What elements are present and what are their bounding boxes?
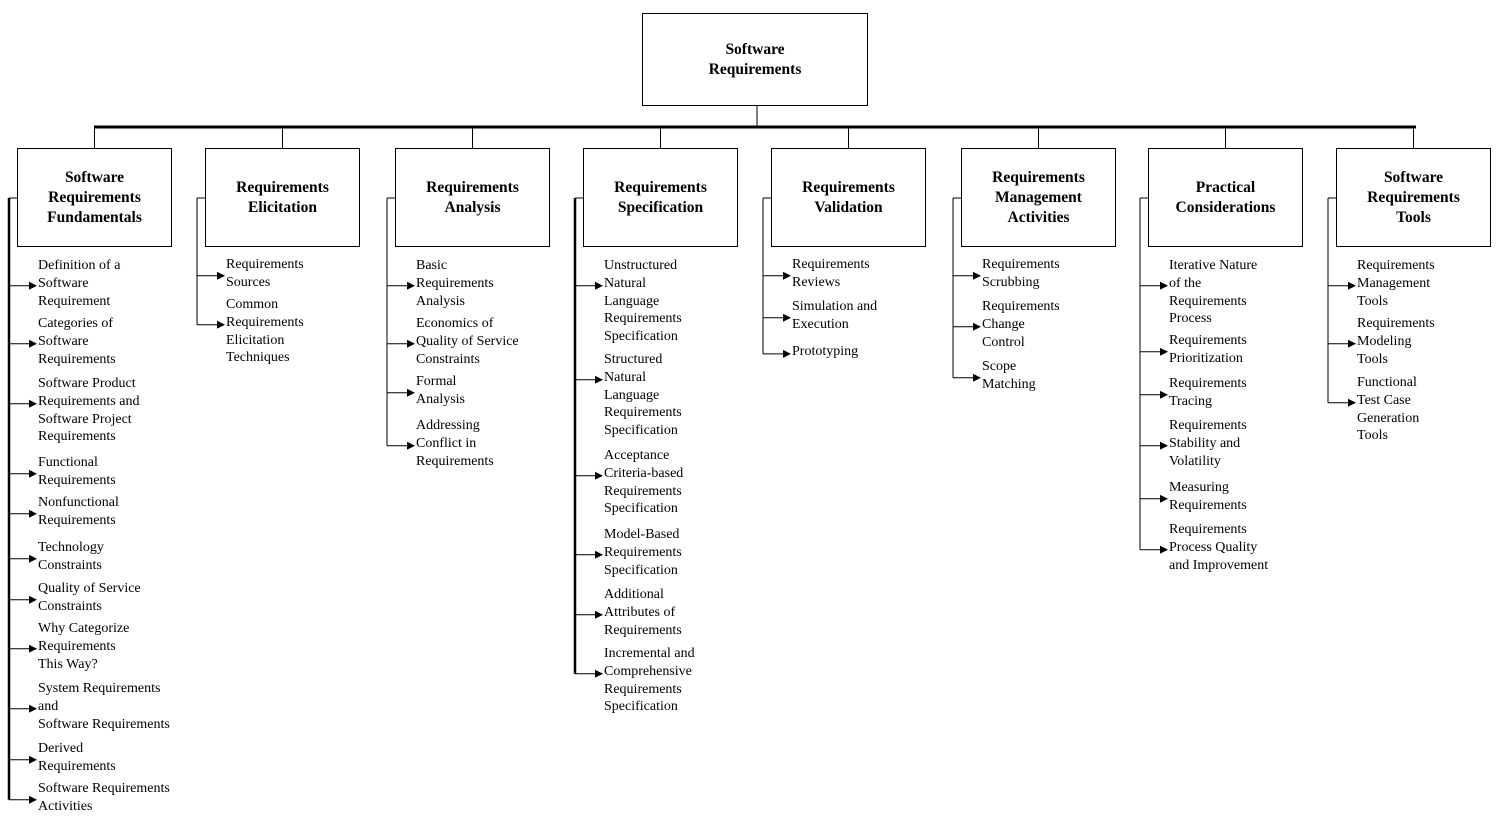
topic-title: Requirements Management Activities xyxy=(992,168,1085,226)
subtopic-item: Structured Natural Language Requirements… xyxy=(604,352,682,439)
topic-box: Software Requirements Tools xyxy=(1336,148,1491,247)
subtopic-item: Functional Test Case Generation Tools xyxy=(1357,375,1420,444)
subtopic-item: Acceptance Criteria-based Requirements S… xyxy=(604,448,684,517)
subtopic-item: Measuring Requirements xyxy=(1169,480,1247,513)
subtopic-item: Technology Constraints xyxy=(38,540,104,573)
topic-box: Requirements Specification xyxy=(583,148,738,247)
topic-box: Software Requirements Fundamentals xyxy=(17,148,172,247)
topic-box: Requirements Analysis xyxy=(395,148,550,247)
subtopic-item: Scope Matching xyxy=(982,359,1036,392)
root-title: Software Requirements xyxy=(708,40,802,78)
subtopic-item: Nonfunctional Requirements xyxy=(38,495,119,528)
subtopic-item: Model-Based Requirements Specification xyxy=(604,527,682,578)
subtopic-item: Simulation and Execution xyxy=(792,299,878,332)
subtopic-item: Economics of Quality of Service Constrai… xyxy=(416,316,519,367)
subtopic-item: Prototyping xyxy=(792,344,859,359)
topic-title: Requirements Specification xyxy=(614,178,707,216)
topic-box: Requirements Elicitation xyxy=(205,148,360,247)
topic-title: Software Requirements Fundamentals xyxy=(47,168,142,226)
subtopic-item: Why Categorize Requirements This Way? xyxy=(38,621,130,672)
subtopic-item: Addressing Conflict in Requirements xyxy=(416,418,494,469)
topic-box: Practical Considerations xyxy=(1148,148,1303,247)
subtopic-item: Requirements Stability and Volatility xyxy=(1169,418,1247,469)
subtopic-item: Requirements Prioritization xyxy=(1169,333,1247,366)
subtopic-item: Requirements Change Control xyxy=(982,299,1060,350)
topic-title: Requirements Analysis xyxy=(426,178,519,216)
subtopic-item: Formal Analysis xyxy=(416,374,465,407)
subtopic-item: Basic Requirements Analysis xyxy=(416,258,494,309)
subtopic-item: Requirements Process Quality and Improve… xyxy=(1169,522,1269,573)
subtopic-item: Derived Requirements xyxy=(38,741,116,774)
topic-title: Practical Considerations xyxy=(1175,178,1276,216)
topic-box: Requirements Management Activities xyxy=(961,148,1116,247)
subtopic-item: Requirements Reviews xyxy=(792,257,870,290)
subtopic-item: Requirements Tracing xyxy=(1169,376,1247,409)
subtopic-item: Unstructured Natural Language Requiremen… xyxy=(604,258,682,345)
root-node: Software Requirements xyxy=(642,13,868,106)
subtopic-item: Functional Requirements xyxy=(38,455,116,488)
subtopic-item: Iterative Nature of the Requirements Pro… xyxy=(1169,258,1258,327)
subtopic-item: Common Requirements Elicitation Techniqu… xyxy=(226,297,304,366)
subtopic-item: Definition of a Software Requirement xyxy=(38,258,121,309)
subtopic-item: Requirements Scrubbing xyxy=(982,257,1060,290)
subtopic-item: Additional Attributes of Requirements xyxy=(604,587,682,638)
topic-title: Requirements Elicitation xyxy=(236,178,329,216)
subtopic-item: Requirements Management Tools xyxy=(1357,258,1435,309)
subtopic-item: Software Product Requirements and Softwa… xyxy=(38,376,140,445)
subtopic-item: Quality of Service Constraints xyxy=(38,581,141,614)
subtopic-item: Software Requirements Activities xyxy=(38,781,170,814)
subtopic-item: Requirements Modeling Tools xyxy=(1357,316,1435,367)
topic-box: Requirements Validation xyxy=(771,148,926,247)
subtopic-item: System Requirements and Software Require… xyxy=(38,681,170,732)
topic-title: Software Requirements Tools xyxy=(1367,168,1460,226)
topic-title: Requirements Validation xyxy=(802,178,895,216)
subtopic-item: Categories of Software Requirements xyxy=(38,316,116,367)
subtopic-item: Incremental and Comprehensive Requiremen… xyxy=(604,646,695,715)
subtopic-item: Requirements Sources xyxy=(226,257,304,290)
